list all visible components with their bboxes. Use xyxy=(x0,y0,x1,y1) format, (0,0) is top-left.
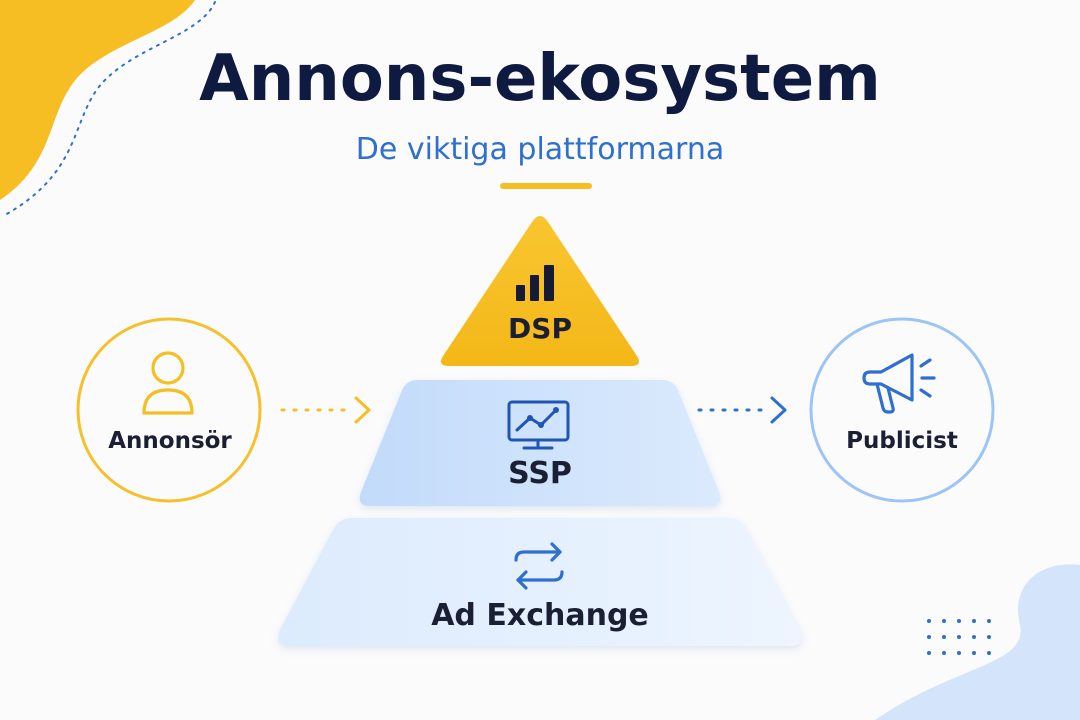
bar-chart-icon xyxy=(516,265,554,301)
pyramid-layer-bottom xyxy=(278,518,802,646)
monitor-chart-icon xyxy=(507,400,570,450)
pyramid-layer-top xyxy=(441,216,639,366)
actor-circle-right xyxy=(809,317,995,503)
decor-dot-grid xyxy=(927,619,991,655)
exchange-arrows-icon xyxy=(514,542,564,590)
page-subtitle: De viktiga plattformarna xyxy=(355,132,725,167)
pyramid-label-ad-exchange: Ad Exchange xyxy=(431,598,649,633)
arrow-pyramid-to-right xyxy=(697,396,787,424)
actor-label-publicist: Publicist xyxy=(846,428,958,454)
decor-blob-bottom-right xyxy=(875,564,1080,720)
decor-dotted-curve-top-left xyxy=(4,1,216,216)
actor-circle-left xyxy=(76,317,262,503)
pyramid-layer-middle xyxy=(359,380,721,506)
page-title: Annons-ekosystem xyxy=(199,42,881,116)
megaphone-icon xyxy=(862,353,936,414)
arrow-left-to-pyramid xyxy=(280,396,371,424)
decor-blob-top-left xyxy=(0,0,195,200)
user-icon xyxy=(142,351,194,415)
actor-label-annonsor: Annonsör xyxy=(108,428,232,454)
pyramid-label-ssp: SSP xyxy=(508,456,572,491)
title-underline xyxy=(500,183,592,189)
pyramid-label-dsp: DSP xyxy=(508,312,572,345)
